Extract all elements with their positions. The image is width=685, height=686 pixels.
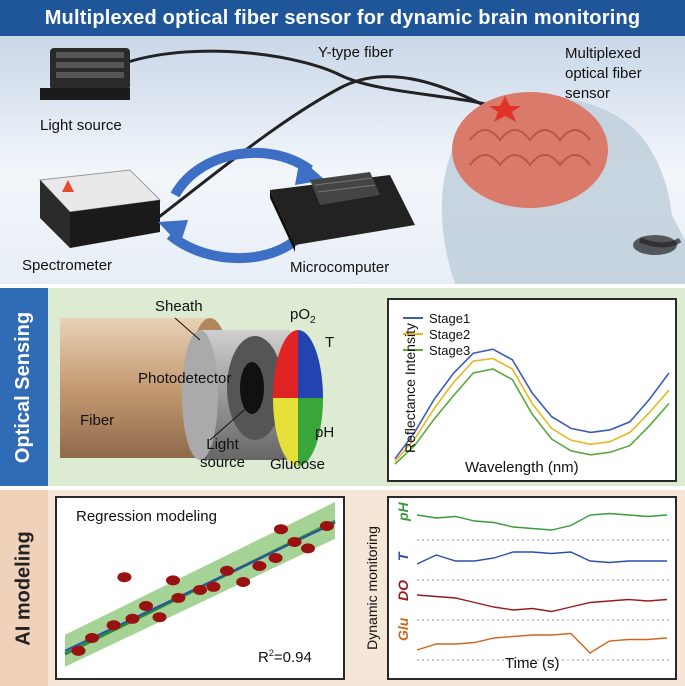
data-point — [152, 612, 167, 623]
sensor-star-icon — [489, 96, 521, 122]
data-point — [106, 620, 121, 631]
r2-value: R2=0.94 — [258, 648, 312, 666]
data-point — [85, 633, 99, 643]
human-head — [441, 92, 685, 284]
regression-chart — [55, 496, 345, 680]
photodetector-label: Photodetector — [138, 370, 232, 387]
data-point — [193, 585, 207, 595]
trace-glu — [416, 632, 668, 654]
trace-t — [416, 551, 667, 565]
sensor-label: Multiplexed optical fiber sensor — [565, 45, 642, 102]
spectrum-xlabel: Wavelength (nm) — [465, 459, 579, 476]
legend-label-1: Stage1 — [429, 311, 470, 326]
spectrum-ylabel: Reflectance Intensity — [401, 323, 418, 453]
figure-title: Multiplexed optical fiber sensor for dyn… — [0, 0, 685, 36]
data-point — [71, 645, 86, 656]
cycle-arrow-top — [170, 147, 313, 198]
temperature-label: T — [325, 334, 335, 351]
data-point — [268, 553, 283, 563]
data-point — [220, 565, 234, 576]
confidence-band — [65, 502, 335, 667]
data-point — [125, 613, 140, 624]
glucose-label: Glucose — [270, 456, 326, 473]
spectrometer-label: Spectrometer — [22, 257, 113, 274]
optical-sensing-side-label: Optical Sensing — [0, 288, 48, 486]
data-point — [319, 521, 334, 531]
data-point — [287, 537, 302, 547]
light-source-device — [40, 48, 130, 100]
dynamic-monitoring-plot: pH T DO Glu — [395, 501, 669, 661]
legend-label-2: Stage2 — [429, 327, 470, 342]
trace-ph — [416, 512, 668, 531]
channel-label-ph: pH — [395, 501, 411, 522]
channel-label-t: T — [395, 551, 411, 561]
brain — [452, 92, 608, 208]
data-point — [171, 593, 186, 603]
sensing-disk — [273, 330, 323, 466]
fiber-label: Fiber — [80, 412, 115, 429]
data-point — [274, 524, 288, 535]
data-point — [166, 575, 180, 586]
ai-modeling-side-label: AI modeling — [0, 490, 48, 686]
data-point — [301, 543, 315, 554]
microcomputer-device — [270, 172, 415, 252]
channel-label-glu: Glu — [395, 617, 411, 641]
data-point — [206, 581, 221, 592]
spectrum-series-3 — [394, 368, 670, 465]
data-point — [252, 561, 267, 571]
data-point — [139, 601, 153, 611]
spectrum-series-1 — [394, 348, 670, 460]
y-fiber-label: Y-type fiber — [318, 44, 394, 61]
po2-label: pO2 — [290, 306, 316, 326]
time-label: Time (s) — [505, 655, 560, 672]
sheath-label: Sheath — [155, 298, 203, 315]
dynamic-monitoring-chart: pH T DO Glu — [387, 496, 677, 680]
ph-label: pH — [315, 424, 335, 441]
light-source-label: Light source — [40, 117, 122, 134]
microcomputer-label: Microcomputer — [290, 259, 390, 276]
regression-title: Regression modeling — [76, 508, 217, 525]
spectrum-series-2 — [394, 357, 670, 462]
trace-do — [416, 594, 668, 613]
legend-label-3: Stage3 — [429, 343, 470, 358]
spectrometer-device — [38, 169, 162, 248]
regression-plot — [64, 502, 336, 667]
dynamic-monitoring-label: Dynamic monitoring — [363, 526, 380, 650]
data-point — [117, 572, 132, 583]
channel-label-do: DO — [395, 580, 411, 601]
fiber-cable-2 — [154, 75, 506, 222]
data-point — [236, 577, 251, 587]
fiber-cable-1 — [127, 49, 506, 112]
